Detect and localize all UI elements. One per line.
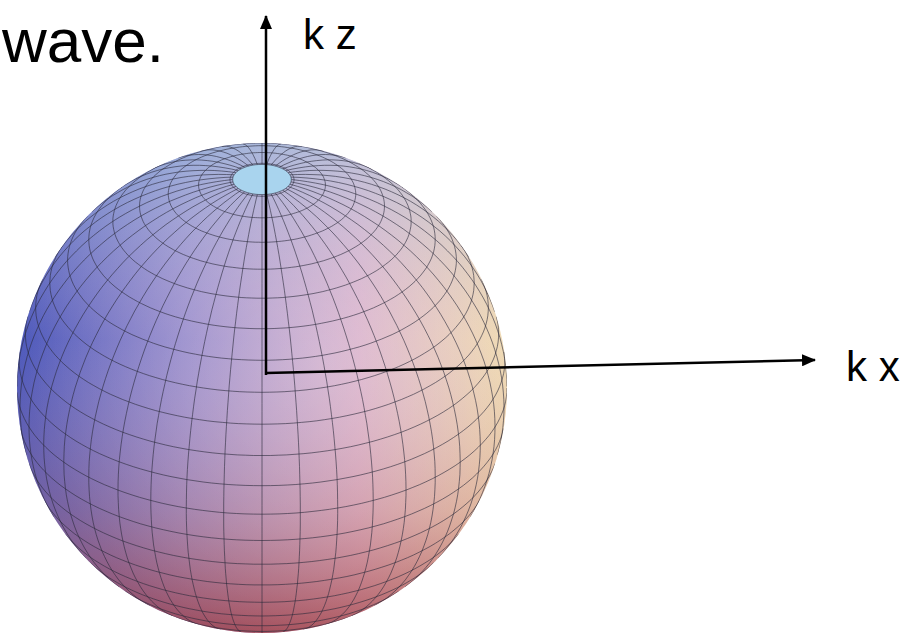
grid-line <box>290 184 495 517</box>
axis-label: k x <box>846 346 900 388</box>
grid-line <box>55 174 234 257</box>
grid-line <box>271 194 338 630</box>
grid-line <box>92 170 236 211</box>
grid-line <box>118 192 245 616</box>
grid-line <box>286 188 461 587</box>
polar-cap <box>233 164 292 194</box>
grid-line <box>224 194 258 632</box>
sphere-grid <box>17 143 507 633</box>
grid-line <box>151 193 249 625</box>
grid-line <box>271 146 302 165</box>
grid-line <box>222 146 253 165</box>
grid-line <box>17 180 233 387</box>
grid-line <box>283 160 373 170</box>
sphere <box>17 143 507 633</box>
grid-line <box>267 144 282 165</box>
grid-line <box>64 188 239 587</box>
grid-line <box>29 177 233 312</box>
grid-line <box>291 177 495 312</box>
grid-line <box>262 195 263 633</box>
kz-axis <box>265 16 268 375</box>
grid-line <box>279 192 406 616</box>
grid-line <box>44 186 236 558</box>
grid-line <box>288 170 432 211</box>
kx-axis <box>266 360 815 373</box>
grid-line <box>89 190 242 606</box>
grid-line <box>267 194 301 632</box>
grid-line <box>291 182 504 455</box>
grid-line <box>291 180 507 387</box>
grid-line <box>275 150 324 166</box>
axis-label: k z <box>303 14 357 56</box>
grid-line <box>262 143 263 164</box>
heading-fragment: wave. <box>2 10 164 72</box>
grid-line <box>186 194 253 630</box>
grid-line <box>286 165 403 187</box>
grid-line <box>290 174 469 257</box>
grid-line <box>152 160 242 170</box>
grid-line <box>275 193 373 625</box>
